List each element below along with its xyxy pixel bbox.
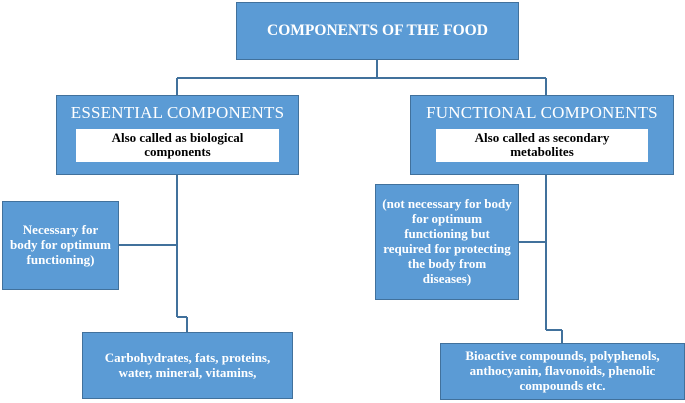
essential-note-text: Necessary for body for optimum functioni… [10,222,111,267]
functional-examples-text: Bioactive compounds, polyphenols, anthoc… [465,348,660,393]
essential-components-heading: ESSENTIAL COMPONENTS [70,103,285,122]
functional-components-heading: FUNCTIONAL COMPONENTS [426,103,658,122]
functional-components-node: FUNCTIONAL COMPONENTS Also called as sec… [410,95,674,175]
essential-components-node: ESSENTIAL COMPONENTS Also called as biol… [56,95,299,175]
essential-note-node: Necessary for body for optimum functioni… [2,201,119,290]
essential-examples-text: Carbohydrates, fats, proteins, water, mi… [104,349,271,380]
functional-note-node: (not necessary for body for optimum func… [375,184,519,300]
functional-components-subnote: Also called as secondary metabolites [436,128,648,163]
functional-examples-node: Bioactive compounds, polyphenols, anthoc… [440,343,685,400]
functional-note-text: (not necessary for body for optimum func… [382,196,512,286]
root-node: COMPONENTS OF THE FOOD [236,2,519,60]
essential-components-subnote: Also called as biological components [76,128,279,163]
essential-examples-node: Carbohydrates, fats, proteins, water, mi… [82,332,293,399]
root-node-label: COMPONENTS OF THE FOOD [267,22,488,40]
